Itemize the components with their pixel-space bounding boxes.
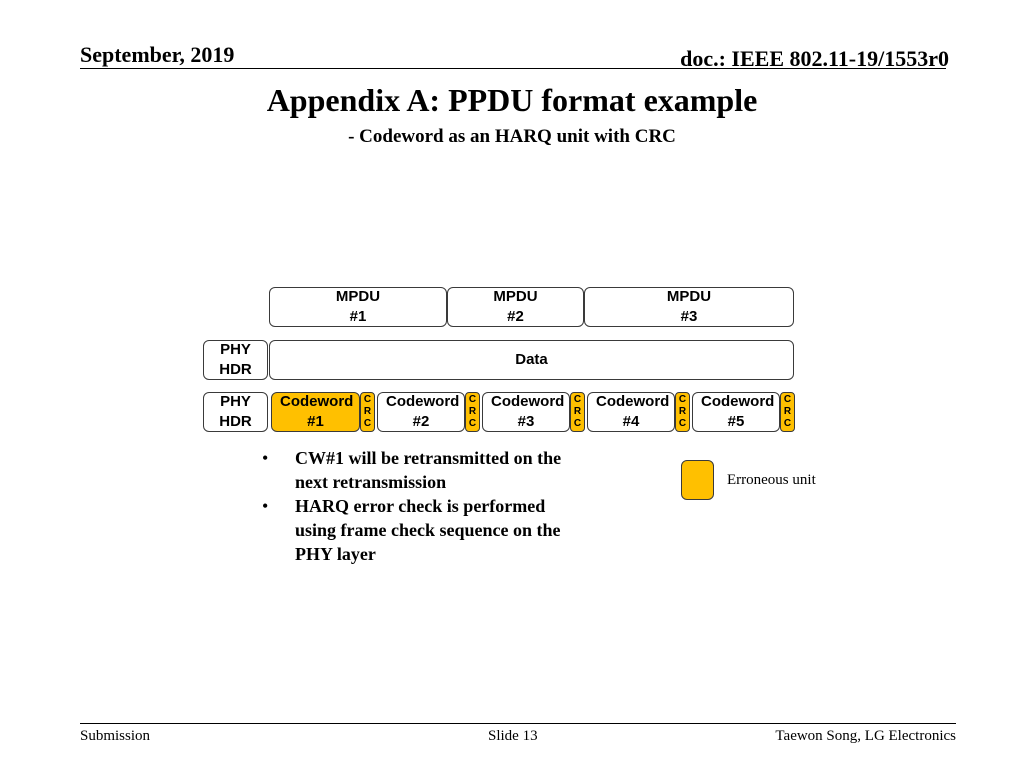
codeword-row-phy-hdr-box: PHY HDR: [203, 392, 268, 432]
crc-5-letter: R: [783, 406, 792, 417]
slide-title: Appendix A: PPDU format example: [266, 82, 758, 118]
crc-2-letter: C: [468, 418, 477, 429]
codeword-row-phy-hdr-line1: PHY: [220, 393, 251, 410]
codeword-5-box: Codeword #5: [692, 392, 780, 432]
codeword-3-box: Codeword #3: [482, 392, 570, 432]
bullet-text: HARQ error check is performed using fram…: [295, 496, 561, 564]
bullet-text: CW#1 will be retransmitted on the next r…: [295, 448, 562, 492]
crc-2-box: C R C: [465, 392, 480, 432]
bullet-dot: •: [262, 496, 269, 516]
legend-erroneous-swatch: [681, 460, 714, 500]
crc-1-letter: C: [363, 418, 372, 429]
header-date: September, 2019: [80, 42, 235, 67]
mpdu-3-number: #3: [680, 308, 698, 325]
crc-3-box: C R C: [570, 392, 585, 432]
data-box: Data: [269, 340, 794, 380]
codeword-5-label: Codeword: [701, 393, 775, 410]
codeword-4-number: #4: [622, 413, 640, 430]
codeword-3-number: #3: [517, 413, 535, 430]
crc-1-letter: C: [363, 394, 372, 405]
slide-subtitle: - Codeword as an HARQ unit with CRC: [348, 126, 676, 147]
codeword-2-box: Codeword #2: [377, 392, 465, 432]
mpdu-1-number: #1: [349, 308, 367, 325]
codeword-2-label: Codeword: [386, 393, 460, 410]
codeword-1-box: Codeword #1: [271, 392, 360, 432]
bullet-dot: •: [262, 448, 269, 468]
crc-5-letter: C: [783, 418, 792, 429]
crc-5-box: C R C: [780, 392, 795, 432]
header-doc-id: doc.: IEEE 802.11-19/1553r0: [680, 46, 949, 71]
footer-submission: Submission: [80, 728, 151, 744]
footer-rule: [80, 723, 956, 724]
crc-3-letter: C: [573, 394, 582, 405]
bullet-list: • CW#1 will be retransmitted on the next…: [260, 446, 590, 566]
crc-3-letter: C: [573, 418, 582, 429]
mpdu-3-box: MPDU #3: [584, 287, 794, 327]
header-rule: [80, 68, 946, 69]
codeword-1-label: Codeword: [280, 393, 354, 410]
codeword-4-label: Codeword: [596, 393, 670, 410]
phy-hdr-line1: PHY: [220, 341, 251, 358]
crc-3-letter: R: [573, 406, 582, 417]
crc-4-letter: C: [678, 418, 687, 429]
data-label: Data: [515, 351, 548, 368]
codeword-row-phy-hdr-line2: HDR: [219, 413, 252, 430]
codeword-3-label: Codeword: [491, 393, 565, 410]
footer-slide-number: Slide 13: [488, 728, 538, 744]
legend-erroneous-label: Erroneous unit: [727, 472, 816, 488]
phy-hdr-box: PHY HDR: [203, 340, 268, 380]
mpdu-1-box: MPDU #1: [269, 287, 447, 327]
crc-4-letter: R: [678, 406, 687, 417]
bullet-item: • CW#1 will be retransmitted on the next…: [260, 446, 590, 494]
mpdu-2-number: #2: [507, 308, 524, 325]
phy-hdr-line2: HDR: [219, 361, 252, 378]
crc-2-letter: R: [468, 406, 477, 417]
crc-1-box: C R C: [360, 392, 375, 432]
codeword-2-number: #2: [412, 413, 430, 430]
crc-5-letter: C: [783, 394, 792, 405]
crc-1-letter: R: [363, 406, 372, 417]
footer-author: Taewon Song, LG Electronics: [775, 728, 956, 744]
codeword-1-number: #1: [307, 413, 324, 430]
crc-4-letter: C: [678, 394, 687, 405]
bullet-item: • HARQ error check is performed using fr…: [260, 494, 590, 566]
mpdu-2-label: MPDU: [493, 288, 538, 305]
crc-2-letter: C: [468, 394, 477, 405]
mpdu-1-label: MPDU: [335, 288, 381, 305]
codeword-4-box: Codeword #4: [587, 392, 675, 432]
codeword-5-number: #5: [727, 413, 745, 430]
mpdu-2-box: MPDU #2: [447, 287, 584, 327]
crc-4-box: C R C: [675, 392, 690, 432]
mpdu-3-label: MPDU: [666, 288, 712, 305]
